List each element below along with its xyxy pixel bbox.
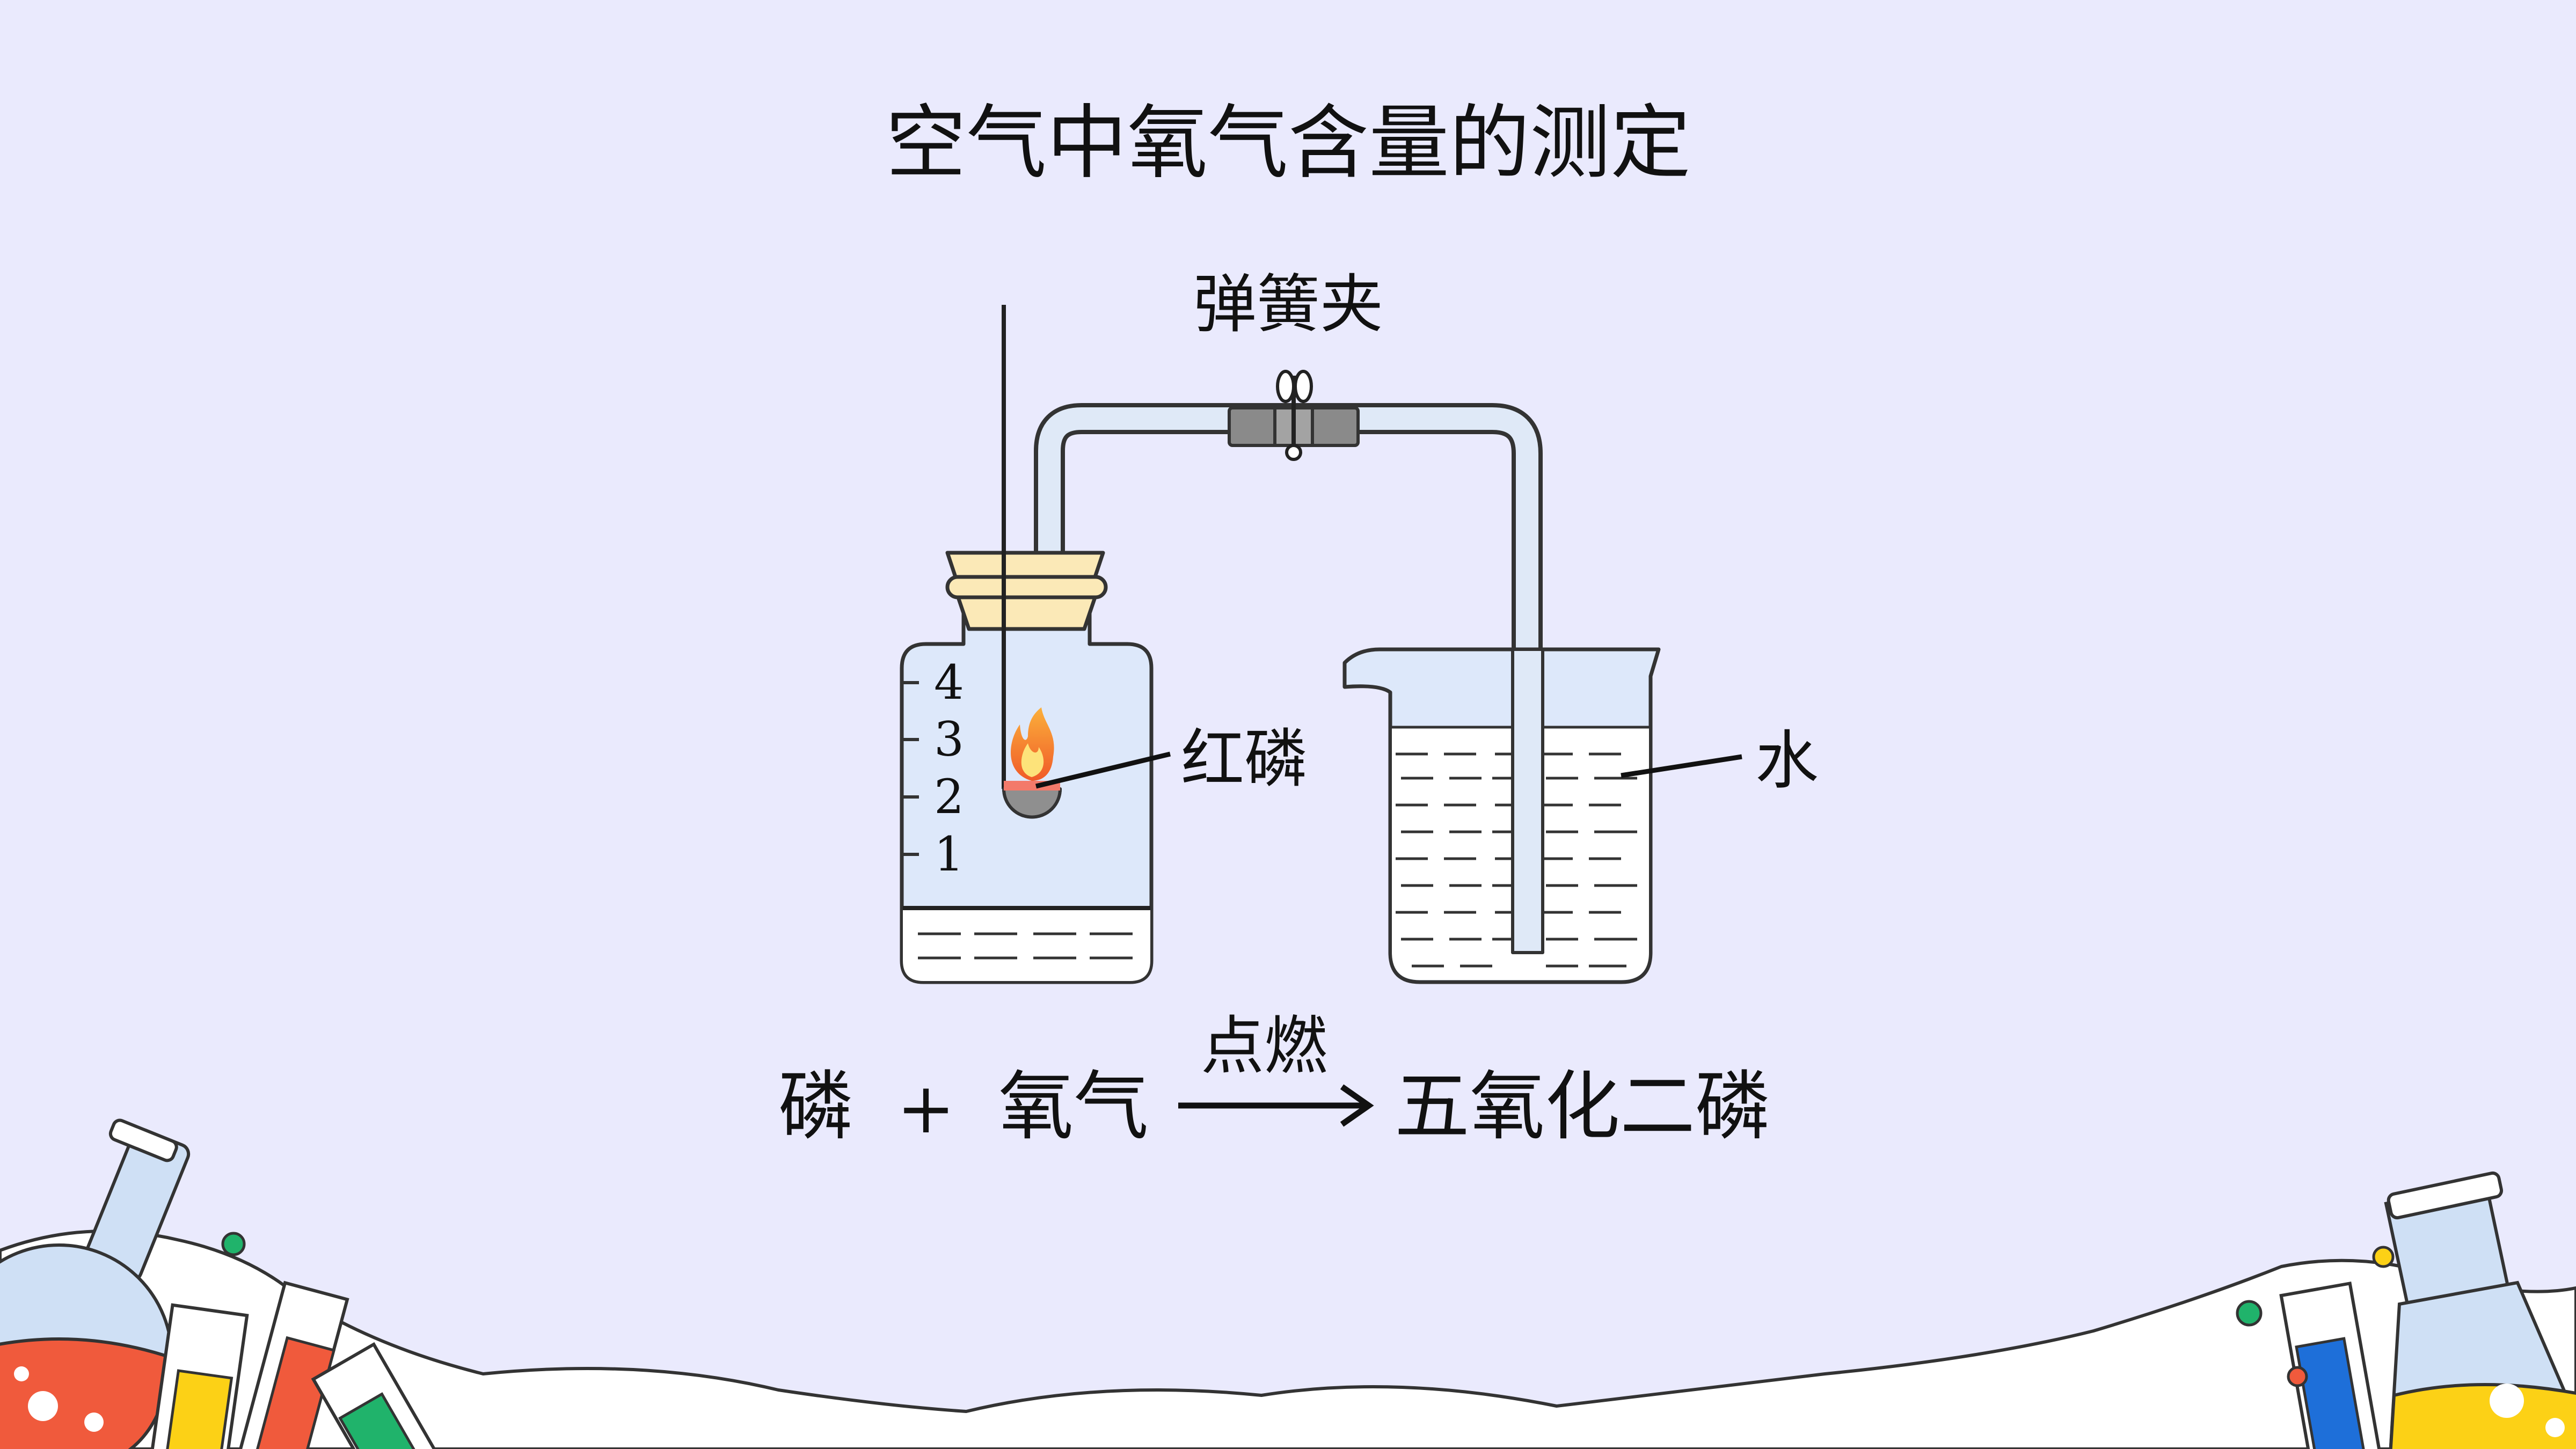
reaction-arrow-icon: [1178, 1084, 1374, 1127]
conical-flask-icon: [2384, 1171, 2576, 1449]
bubble-icon: [2287, 1366, 2308, 1387]
rubber-stopper: [945, 551, 1105, 579]
equation-reactant-phosphorus: 磷: [778, 1063, 853, 1151]
bubble-icon: [2372, 1246, 2395, 1268]
water-pointer: [1621, 754, 1742, 778]
phosphorus-pointer: [1035, 751, 1171, 789]
equation-condition: 点燃: [1201, 1009, 1327, 1083]
equation-plus: +: [897, 1067, 955, 1149]
scale-labels: 1 2 3 4: [934, 655, 964, 882]
scale-mark-3: 3: [934, 712, 964, 767]
test-tubes-left-icon: [148, 1280, 446, 1449]
scale-mark-2: 2: [934, 769, 964, 824]
decorative-footer: [0, 1118, 2576, 1449]
page-title: 空气中氧气含量的测定: [886, 97, 1691, 190]
bubble-icon: [221, 1232, 246, 1256]
round-flask-icon: [0, 1118, 191, 1449]
word-equation: 磷 + 氧气 点燃 五氧化二磷: [778, 1009, 1770, 1151]
scale-mark-4: 4: [934, 655, 964, 710]
test-tube-right-icon: [2279, 1281, 2385, 1449]
water-label: 水: [1755, 723, 1819, 797]
bubble-icon: [2236, 1300, 2263, 1327]
jar-water: [903, 908, 1150, 981]
experiment-apparatus: [900, 305, 1742, 984]
scale-mark-1: 1: [934, 826, 964, 882]
clamp-label: 弹簧夹: [1193, 267, 1383, 341]
phosphorus-label: 红磷: [1181, 722, 1308, 796]
equation-reactant-oxygen: 氧气: [998, 1063, 1149, 1151]
jar-scale: [902, 681, 919, 856]
spring-clamp-icon: [1228, 370, 1360, 461]
equation-product: 五氧化二磷: [1395, 1063, 1770, 1151]
